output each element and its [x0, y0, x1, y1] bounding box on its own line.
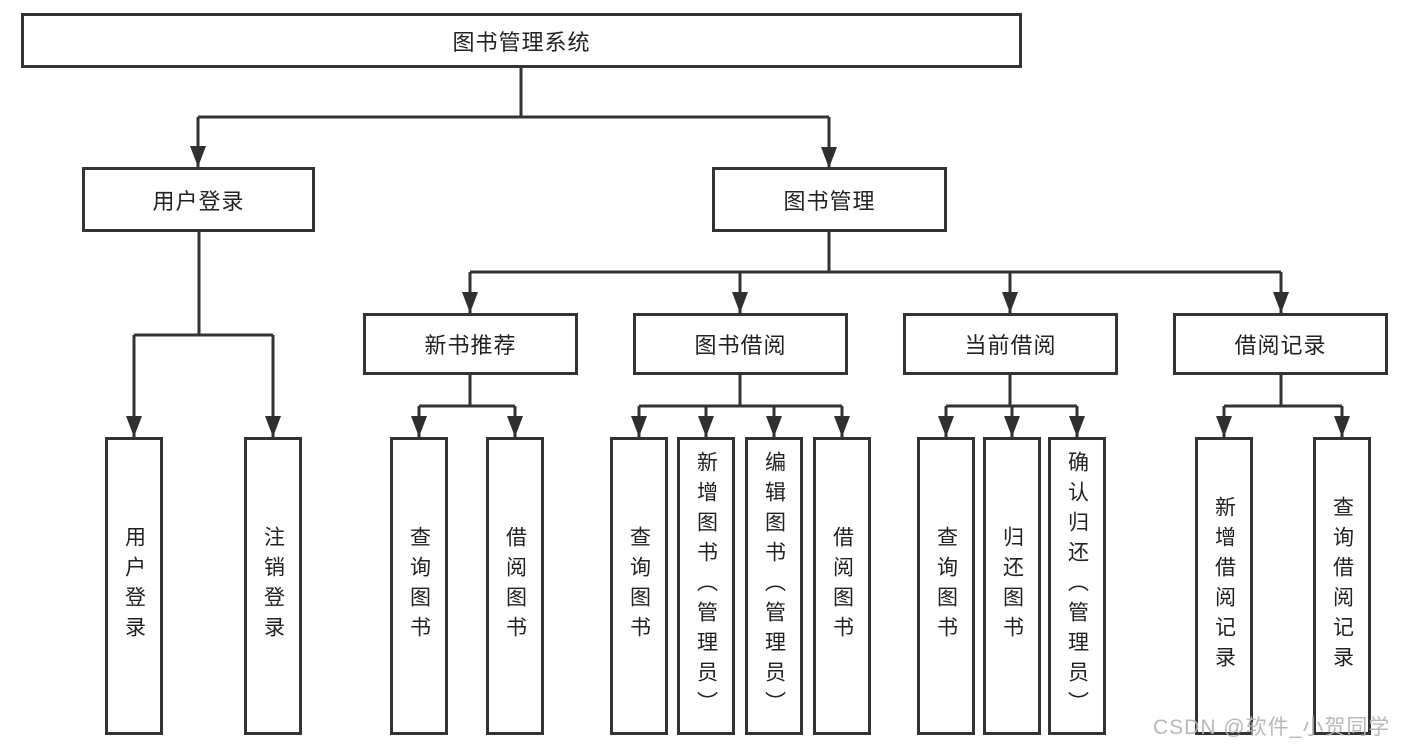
leaf-query-books-recommend: 查询图书 [390, 437, 448, 735]
leaf-user-login: 用户登录 [105, 437, 163, 735]
node-label: 图书管理系统 [452, 29, 591, 55]
node-new-book-recommendation: 新书推荐 [363, 313, 578, 375]
node-label: 用户登录 [152, 188, 245, 214]
leaf-return-book: 归还图书 [983, 437, 1041, 735]
node-book-borrowing: 图书借阅 [633, 313, 848, 375]
leaf-label: 确认归还（管理员） [1065, 451, 1089, 721]
node-current-borrowing: 当前借阅 [903, 313, 1118, 375]
leaf-query-borrow-record: 查询借阅记录 [1313, 437, 1371, 735]
node-label: 当前借阅 [964, 333, 1057, 358]
leaf-label: 查询借阅记录 [1330, 496, 1354, 676]
leaf-label: 借阅图书 [503, 526, 527, 646]
leaf-label: 查询图书 [407, 526, 431, 646]
leaf-label: 借阅图书 [830, 526, 854, 646]
leaf-label: 编辑图书（管理员） [762, 451, 786, 721]
node-label: 新书推荐 [424, 333, 517, 358]
node-borrowing-records: 借阅记录 [1173, 313, 1388, 375]
leaf-add-book-admin: 新增图书（管理员） [677, 437, 735, 735]
leaf-label: 用户登录 [122, 526, 146, 646]
leaf-label: 归还图书 [1000, 526, 1024, 646]
leaf-label: 查询图书 [934, 526, 958, 646]
leaf-confirm-return-admin: 确认归还（管理员） [1048, 437, 1106, 735]
watermark: CSDN @软件_小贺同学 [1153, 716, 1391, 739]
node-label: 图书借阅 [694, 333, 787, 358]
leaf-query-books-current: 查询图书 [917, 437, 975, 735]
node-root-system: 图书管理系统 [21, 13, 1022, 68]
leaf-label: 新增借阅记录 [1212, 496, 1236, 676]
leaf-borrow-books-borrowing: 借阅图书 [813, 437, 871, 735]
node-user-login: 用户登录 [82, 167, 315, 232]
node-label: 借阅记录 [1234, 333, 1327, 358]
leaf-query-books-borrowing: 查询图书 [610, 437, 668, 735]
leaf-label: 注销登录 [261, 526, 285, 646]
leaf-logout: 注销登录 [244, 437, 302, 735]
leaf-add-borrow-record: 新增借阅记录 [1195, 437, 1253, 735]
leaf-label: 新增图书（管理员） [694, 451, 718, 721]
node-label: 图书管理 [783, 188, 876, 214]
leaf-borrow-books-recommend: 借阅图书 [486, 437, 544, 735]
leaf-edit-book-admin: 编辑图书（管理员） [745, 437, 803, 735]
node-book-management: 图书管理 [712, 167, 947, 232]
leaf-label: 查询图书 [627, 526, 651, 646]
